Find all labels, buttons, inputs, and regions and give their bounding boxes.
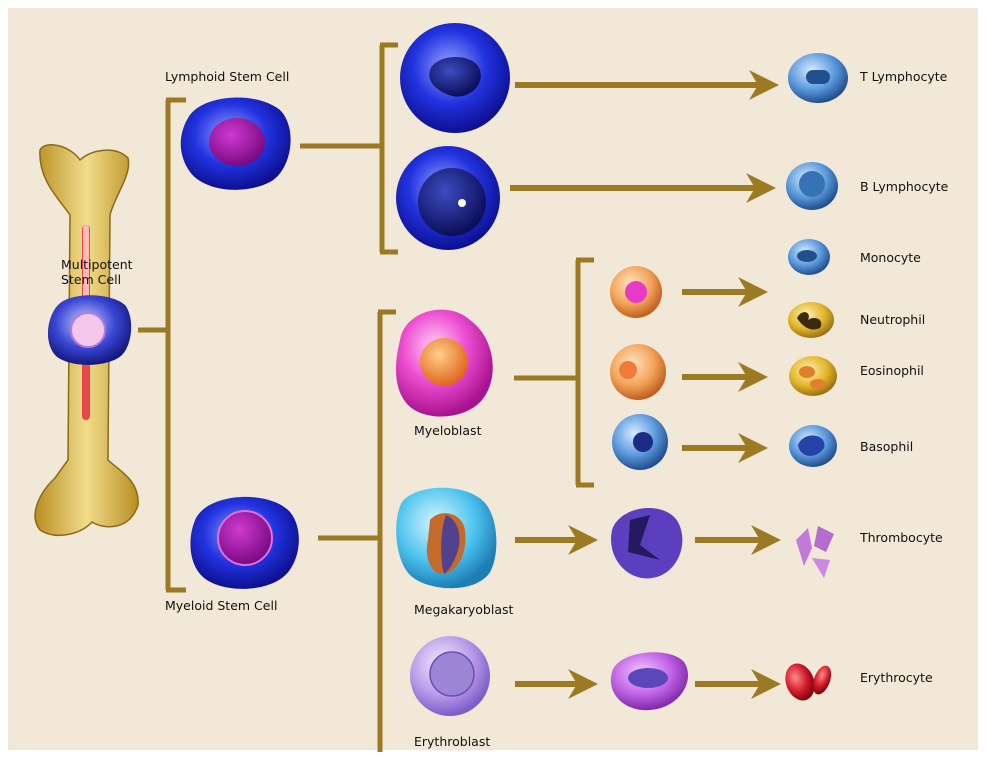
label-multipotent: Multipotent Stem Cell (61, 257, 133, 287)
t-lymphocyte-cell (788, 53, 848, 103)
label-b-lymphocyte: B Lymphocyte (860, 179, 949, 194)
main-bracket (138, 97, 186, 593)
label-erythrocyte: Erythrocyte (860, 670, 933, 685)
reticulocyte-cell (610, 652, 689, 711)
erythrocyte-cells (785, 663, 832, 701)
myeloid-bracket (318, 309, 396, 752)
basophil-precursor (612, 414, 668, 470)
label-t-lymphocyte: T Lymphocyte (860, 69, 948, 84)
label-neutrophil: Neutrophil (860, 312, 926, 327)
label-myeloblast: Myeloblast (414, 423, 482, 438)
lymphoid-bracket (300, 42, 398, 255)
lineage-arrows (510, 70, 781, 699)
lymphoblast-t (400, 23, 510, 133)
basophil-cell (789, 425, 837, 467)
label-erythroblast: Erythroblast (414, 734, 491, 749)
multipotent-stem-cell (47, 295, 132, 365)
neutrophil-cell (788, 302, 834, 338)
erythroblast-cell (410, 636, 490, 716)
monocyte-cell (788, 239, 830, 275)
eosinophil-cell (789, 356, 837, 396)
neutrophil-precursor (610, 266, 662, 318)
label-eosinophil: Eosinophil (860, 363, 924, 378)
label-lymphoid-stem-cell: Lymphoid Stem Cell (165, 69, 290, 84)
myeloblast-cell (396, 309, 493, 417)
myeloid-stem-cell (190, 496, 299, 589)
megakaryocyte-cell (611, 508, 683, 579)
lymphoid-stem-cell (180, 97, 291, 190)
megakaryoblast-cell (396, 487, 497, 589)
label-monocyte: Monocyte (860, 250, 921, 265)
thrombocyte-cells (796, 526, 834, 578)
label-thrombocyte: Thrombocyte (860, 530, 943, 545)
label-myeloid-stem-cell: Myeloid Stem Cell (165, 598, 278, 613)
label-basophil: Basophil (860, 439, 914, 454)
myeloblast-bracket (514, 257, 594, 488)
lymphoblast-b (396, 146, 500, 250)
b-lymphocyte-cell (786, 162, 838, 210)
label-megakaryoblast: Megakaryoblast (414, 602, 514, 617)
eosinophil-precursor (610, 344, 666, 400)
